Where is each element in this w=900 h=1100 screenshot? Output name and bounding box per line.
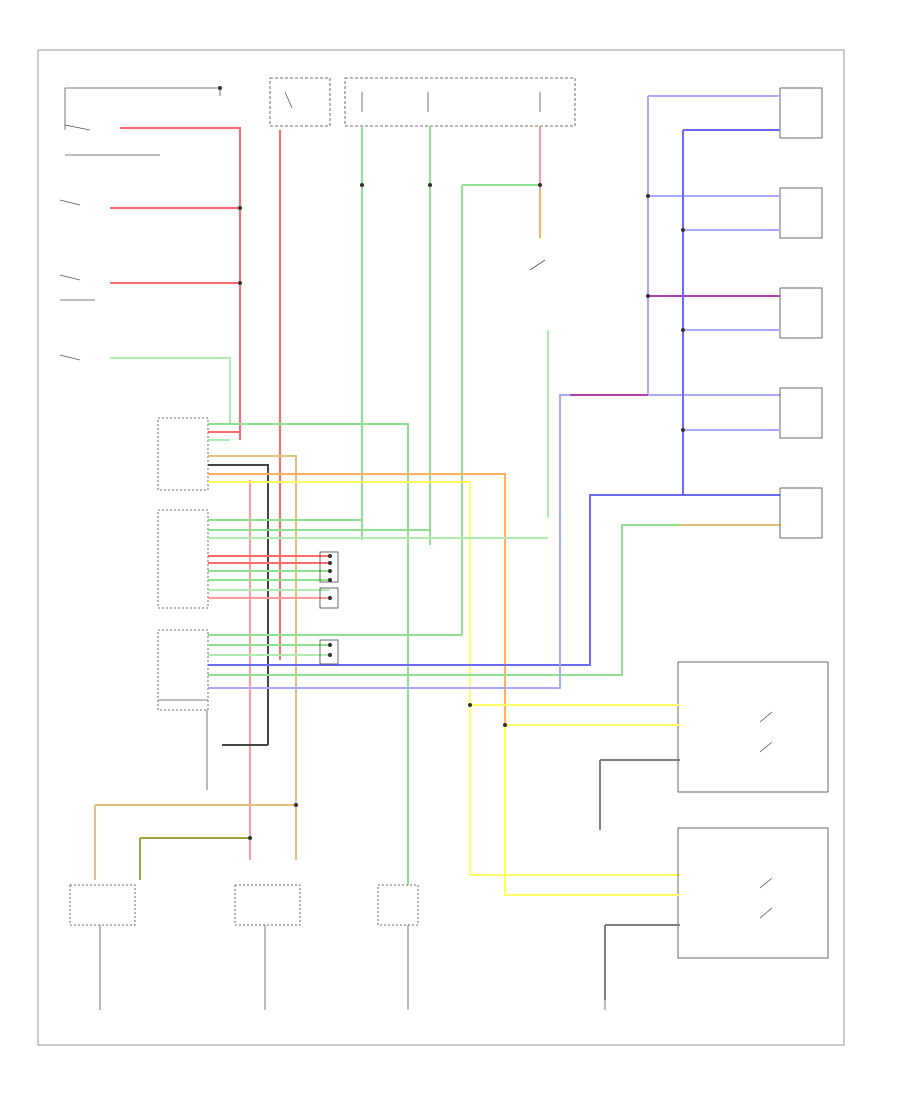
fuse-feed-wires	[360, 126, 549, 635]
sw-a	[59, 199, 81, 206]
key-switch-area	[64, 86, 222, 156]
battery-feed-wire	[64, 87, 221, 110]
door-switch-arm	[529, 259, 546, 271]
junction-1	[238, 206, 242, 210]
motor-2	[234, 884, 301, 926]
key-switch-contact	[218, 86, 222, 90]
actuator-pin-4	[328, 578, 332, 582]
actuator-2	[779, 187, 823, 239]
cu-wire-1	[208, 423, 409, 860]
junction-r2	[646, 294, 650, 298]
misc-junctions	[248, 703, 507, 840]
key-switch-arm	[64, 124, 91, 131]
connector-block-2	[157, 509, 209, 609]
junction-5	[538, 183, 542, 187]
actuator-block-c	[319, 639, 339, 665]
actuator-block-a	[319, 551, 339, 583]
cu-wire-21	[208, 524, 680, 676]
switch-frame-2	[677, 827, 829, 959]
sw-d	[59, 354, 81, 361]
cu-wire-7	[208, 481, 680, 876]
switch-arm-1	[759, 711, 773, 723]
actuator-pin-7	[328, 653, 332, 657]
junction-r3	[681, 228, 685, 232]
switch-arm-2	[759, 741, 773, 753]
junction-3	[360, 183, 364, 187]
switch-arm-3	[759, 877, 773, 889]
actuator-pin-6	[328, 643, 332, 647]
yellow-wire-3	[504, 725, 680, 896]
junction-4	[428, 183, 432, 187]
red-switch-wires	[110, 127, 281, 860]
red-wire-main	[120, 127, 241, 440]
switch-frame-1	[677, 661, 829, 793]
cu-wire-22	[208, 394, 780, 689]
junction-r1	[646, 194, 650, 198]
motor-3	[377, 884, 419, 926]
diagram-frame	[37, 49, 845, 1046]
junction-m2	[248, 836, 252, 840]
junction-m3	[503, 723, 507, 727]
relay-contact	[284, 91, 293, 109]
motor-1	[69, 884, 136, 926]
junction-2	[238, 281, 242, 285]
junction-r4	[681, 328, 685, 332]
top-fuse-block	[269, 77, 576, 127]
junction-m1	[294, 803, 298, 807]
actuator-4	[779, 387, 823, 439]
actuator-pin-3	[328, 569, 332, 573]
door-lock-relay-box	[269, 77, 331, 127]
connector-block-1	[157, 417, 209, 491]
junction-m4	[468, 703, 472, 707]
actuator-pin-2	[328, 561, 332, 565]
actuator-1	[779, 87, 823, 139]
cu-wire-4	[208, 455, 297, 860]
control-unit-connector	[157, 394, 780, 876]
lightgreen-wire-left	[110, 357, 231, 425]
switch-arm-4	[759, 907, 773, 919]
junction-r5	[681, 428, 685, 432]
fuse-box-dashed	[344, 77, 576, 127]
actuator-5	[779, 487, 823, 539]
cu-wire-6	[208, 473, 506, 725]
actuator-pin-5	[328, 596, 332, 600]
actuator-pin-1	[328, 554, 332, 558]
door-lock-actuator-blocks	[319, 551, 339, 665]
cu-wire-20	[208, 494, 780, 666]
right-actuators	[570, 87, 823, 539]
connector-block-3	[157, 629, 209, 711]
lower-right-switches	[470, 661, 829, 1000]
actuator-3	[779, 287, 823, 339]
left-switches	[59, 199, 231, 425]
cu-wire-5	[208, 464, 269, 745]
actuator-block-b	[319, 587, 339, 609]
bottom-motors	[69, 710, 606, 1010]
sw-b	[59, 274, 81, 281]
